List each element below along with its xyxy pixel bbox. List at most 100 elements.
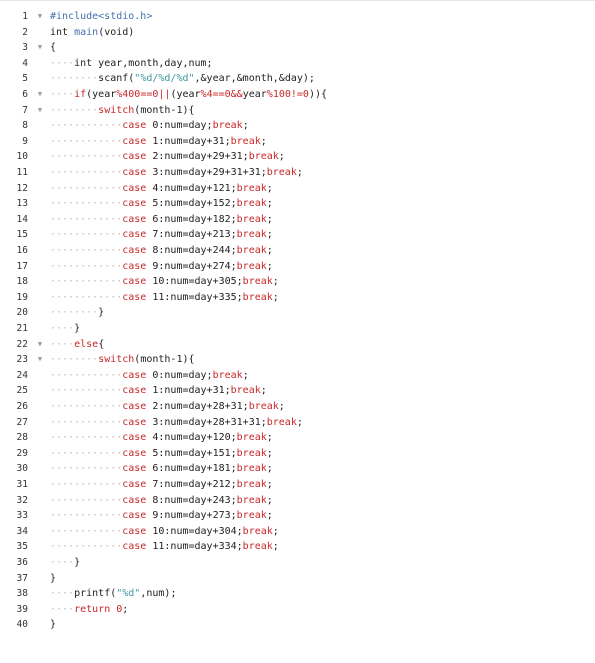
code-line[interactable]: 9············case 1:num=day+31;break; — [0, 134, 595, 150]
code-line[interactable]: 40} — [0, 617, 595, 633]
code-token: ; — [242, 369, 249, 381]
code-token: case — [122, 182, 153, 194]
code-line[interactable]: 29············case 5:num=day+151;break; — [0, 446, 595, 462]
fold-chevron-icon[interactable]: ▼ — [37, 355, 43, 364]
fold-chevron-icon[interactable]: ▼ — [37, 339, 43, 348]
code-token: case — [122, 369, 153, 381]
code-text: #include<stdio.h> — [50, 9, 152, 25]
line-number: 31 — [16, 479, 28, 490]
code-line[interactable]: 1▼#include<stdio.h> — [0, 9, 595, 25]
code-token: case — [122, 463, 153, 475]
code-text: ············case 7:num=day+212;break; — [50, 477, 273, 493]
code-text: ············case 9:num=day+273;break; — [50, 508, 273, 524]
code-text: ············case 4:num=day+120;break; — [50, 430, 273, 446]
code-line[interactable]: 24············case 0:num=day;break; — [0, 368, 595, 384]
code-token: 4:num=day+121; — [152, 182, 237, 194]
code-line[interactable]: 38····printf("%d",num); — [0, 586, 595, 602]
code-token: case — [122, 213, 153, 225]
code-token: case — [122, 541, 153, 553]
line-number: 37 — [16, 572, 28, 584]
code-line[interactable]: 17············case 9:num=day+274;break; — [0, 259, 595, 275]
line-number: 19 — [16, 291, 28, 303]
code-line[interactable]: 30············case 6:num=day+181;break; — [0, 461, 595, 477]
code-token: (year — [86, 89, 117, 100]
whitespace-dots: ············ — [50, 447, 123, 459]
code-token: break — [230, 135, 261, 147]
code-line[interactable]: 3▼{ — [0, 40, 595, 56]
fold-chevron-icon[interactable]: ▼ — [37, 90, 43, 98]
code-line[interactable]: 16············case 8:num=day+244;break; — [0, 243, 595, 259]
code-line[interactable]: 23▼········switch(month-1){ — [0, 352, 595, 368]
code-line[interactable]: 27············case 3:num=day+28+31+31;br… — [0, 415, 595, 431]
code-token: "%d/%d/%d" — [134, 73, 195, 85]
code-token: break — [266, 167, 297, 178]
code-token: %100!=0 — [266, 89, 309, 100]
fold-chevron-icon[interactable]: ▼ — [37, 105, 43, 114]
code-line[interactable]: 19············case 11:num=day+335;break; — [0, 290, 595, 306]
code-text: ············case 2:num=day+28+31;break; — [50, 399, 285, 415]
code-line[interactable]: 4····int year,month,day,num; — [0, 56, 595, 72]
line-number: 20 — [16, 307, 28, 319]
code-token: ; — [266, 447, 273, 459]
code-line[interactable]: 11············case 3:num=day+29+31+31;br… — [0, 165, 595, 181]
code-text: } — [50, 571, 56, 587]
code-line[interactable]: 25············case 1:num=day+31;break; — [0, 383, 595, 399]
code-line[interactable]: 28 ············case 4:num=day+120;break; — [0, 430, 595, 446]
code-token: (void) — [98, 26, 135, 38]
whitespace-dots: ············ — [50, 494, 123, 506]
code-token: case — [122, 276, 153, 288]
line-number: 28 — [16, 432, 28, 444]
code-token: 6:num=day+181; — [152, 463, 237, 475]
code-line[interactable]: 39····return 0; — [0, 602, 595, 618]
code-text: ············case 11:num=day+334;break; — [50, 539, 279, 555]
code-line[interactable]: 18············case 10:num=day+305;break; — [0, 274, 595, 290]
whitespace-dots: ···· — [50, 588, 75, 600]
code-text: ············case 6:num=day+181;break; — [50, 461, 273, 477]
code-token: } — [74, 323, 81, 334]
code-text: ········} — [50, 305, 104, 321]
code-line[interactable]: 12············case 4:num=day+121;break; — [0, 181, 595, 197]
fold-chevron-icon[interactable]: ▼ — [37, 43, 43, 52]
whitespace-dots: ············ — [50, 135, 123, 147]
code-token: ; — [272, 291, 279, 303]
code-line[interactable]: 20 ········} — [0, 305, 595, 321]
code-line[interactable]: 32············case 8:num=day+243;break; — [0, 493, 595, 509]
code-line[interactable]: 5········scanf("%d/%d/%d",&year,&month,&… — [0, 71, 595, 87]
code-line[interactable]: 31 ············case 7:num=day+212;break; — [0, 477, 595, 493]
fold-chevron-icon[interactable]: ▼ — [37, 12, 43, 20]
code-token: (month-1){ — [134, 104, 195, 116]
line-number: 38 — [16, 588, 28, 600]
code-token: ; — [266, 198, 273, 210]
code-line[interactable]: 10············case 2:num=day+29+31;break… — [0, 149, 595, 165]
code-line[interactable]: 34············case 10:num=day+304;break; — [0, 524, 595, 540]
code-line[interactable]: 37} — [0, 571, 595, 587]
line-number: 21 — [16, 323, 28, 334]
code-token: ; — [122, 603, 129, 615]
code-token: int — [50, 26, 75, 38]
line-number: 13 — [16, 198, 28, 210]
line-number: 29 — [16, 447, 28, 459]
code-token: case — [122, 167, 153, 178]
code-text: ············case 5:num=day+152;break; — [50, 196, 273, 212]
code-line[interactable]: 36····} — [0, 555, 595, 571]
code-line[interactable]: 21····} — [0, 321, 595, 337]
code-line[interactable]: 14············case 6:num=day+182;break; — [0, 212, 595, 228]
code-token: break — [236, 463, 267, 475]
whitespace-dots: ············ — [50, 401, 123, 412]
code-token: case — [122, 291, 153, 303]
code-line[interactable]: 26············case 2:num=day+28+31;break… — [0, 399, 595, 415]
code-line[interactable]: 7▼········switch(month-1){ — [0, 103, 595, 119]
code-line[interactable]: 8············case 0:num=day;break; — [0, 118, 595, 134]
code-line[interactable]: 6▼····if(year%400==0||(year%4==0&&year%1… — [0, 87, 595, 103]
code-text: ············case 8:num=day+244;break; — [50, 243, 273, 259]
code-token: ; — [266, 260, 273, 272]
code-line[interactable]: 15············case 7:num=day+213;break; — [0, 227, 595, 243]
code-line[interactable]: 33············case 9:num=day+273;break; — [0, 508, 595, 524]
code-line[interactable]: 22▼····else{ — [0, 337, 595, 353]
whitespace-dots: ············ — [50, 463, 123, 475]
code-token: %4==0&& — [200, 89, 243, 100]
code-line[interactable]: 13 ············case 5:num=day+152;break; — [0, 196, 595, 212]
code-line[interactable]: 35············case 11:num=day+334;break; — [0, 539, 595, 555]
